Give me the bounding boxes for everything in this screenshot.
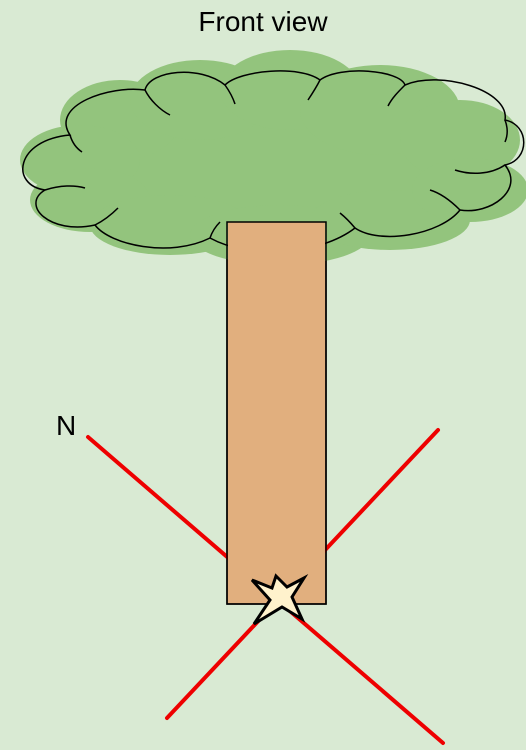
north-label: N (56, 410, 77, 441)
diagram-title: Front view (198, 6, 328, 37)
four-point-star-icon (250, 573, 309, 626)
tree-canopy (20, 50, 526, 265)
